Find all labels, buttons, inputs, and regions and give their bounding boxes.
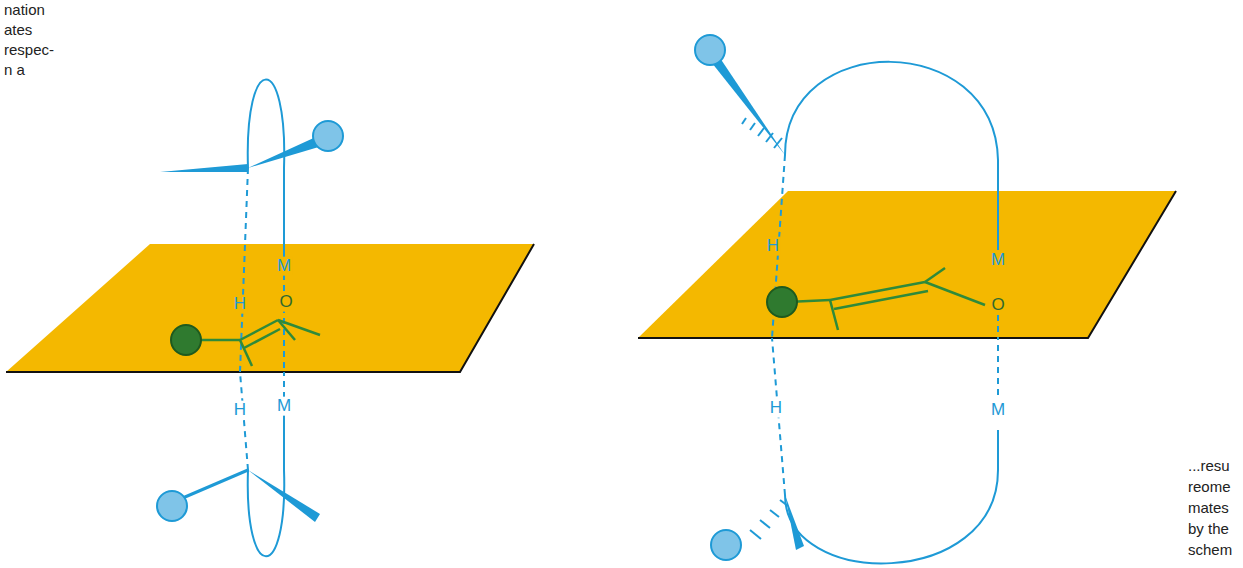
- hashed-wedges: [742, 118, 788, 539]
- atom-label: H: [232, 295, 248, 314]
- text-fragment: ates: [2, 22, 34, 39]
- wedges: [160, 52, 804, 550]
- text-fragment: reome: [1186, 479, 1233, 496]
- atom-label: H: [232, 401, 248, 420]
- atom-label: M: [989, 401, 1007, 420]
- atom-label: M: [275, 397, 293, 416]
- substituent-ball: [767, 287, 797, 317]
- plane: [638, 191, 1176, 338]
- text-fragment: schem: [1186, 542, 1234, 559]
- plane: [6, 244, 534, 372]
- atom-label: H: [765, 237, 781, 256]
- atom-label: O: [277, 293, 294, 312]
- text-fragment: respec-: [2, 42, 56, 59]
- text-fragment: n a: [2, 62, 27, 79]
- text-fragment: ...resu: [1186, 458, 1232, 475]
- atom-label: O: [989, 296, 1006, 315]
- substituent-ball: [171, 325, 201, 355]
- text-fragment: mates: [1186, 500, 1231, 517]
- reagent: [240, 62, 998, 564]
- atom-label: H: [768, 399, 784, 418]
- plane-edge: [638, 191, 1176, 338]
- plane-edge: [6, 244, 534, 372]
- enolate: [190, 268, 985, 366]
- atom-label: M: [989, 251, 1007, 270]
- text-fragment: nation: [2, 2, 47, 19]
- text-fragment: by the: [1186, 521, 1231, 538]
- atom-label: M: [275, 257, 293, 276]
- substituent-balls: [157, 35, 741, 560]
